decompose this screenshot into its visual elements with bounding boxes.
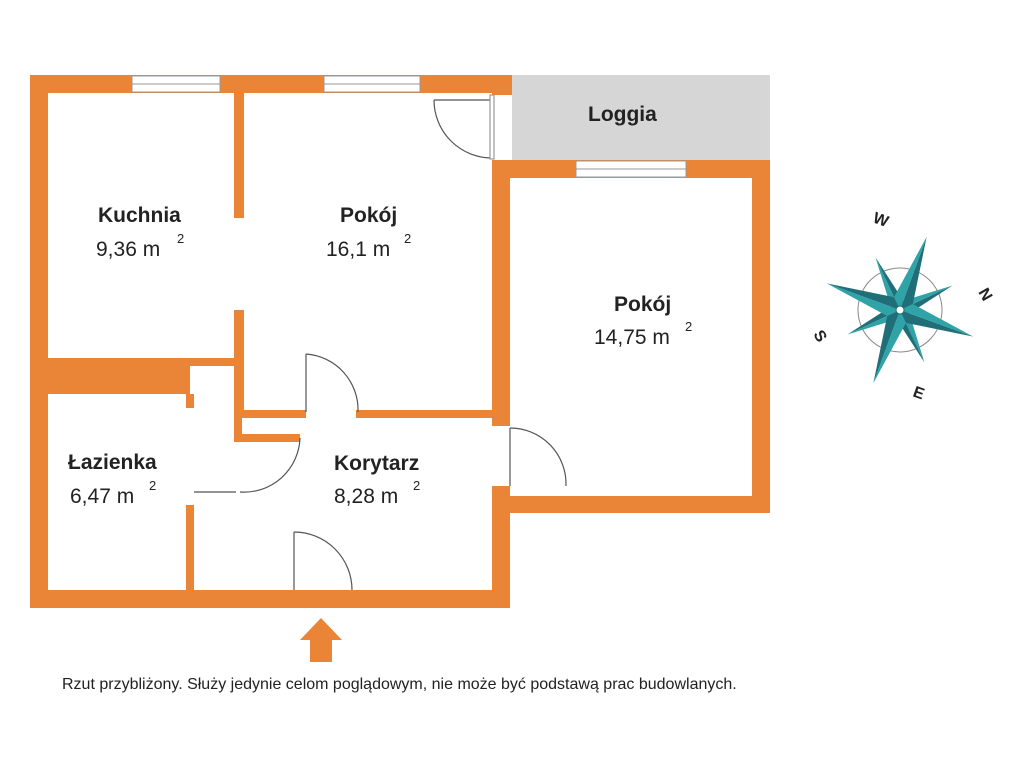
doors	[194, 94, 567, 591]
corridor-name: Korytarz	[334, 452, 419, 475]
room-left-area-sup: 2	[404, 231, 411, 246]
room-left-name: Pokój	[340, 204, 397, 227]
kitchen-area: 9,36 m	[96, 238, 160, 261]
compass-south-label: S	[810, 328, 830, 346]
corridor-area-sup: 2	[413, 478, 420, 493]
kitchen-area-sup: 2	[177, 231, 184, 246]
loggia-area	[512, 75, 770, 161]
kitchen-name: Kuchnia	[98, 204, 181, 227]
corridor-area: 8,28 m	[334, 485, 398, 508]
bathroom-name: Łazienka	[68, 451, 157, 474]
compass-west-label: W	[871, 210, 892, 231]
room-right-area: 14,75 m	[594, 326, 670, 349]
entrance-arrow-icon	[300, 618, 342, 662]
compass-east-label: E	[911, 384, 927, 404]
compass-north-label: N	[975, 286, 996, 305]
disclaimer-text: Rzut przybliżony. Służy jedynie celom po…	[62, 676, 737, 693]
bathroom-area: 6,47 m	[70, 485, 134, 508]
bathroom-area-sup: 2	[149, 478, 156, 493]
room-right-area-sup: 2	[685, 319, 692, 334]
compass-rose-icon	[826, 236, 974, 384]
loggia-name: Loggia	[588, 103, 657, 126]
room-right-name: Pokój	[614, 293, 671, 316]
windows	[131, 75, 687, 178]
room-left-area: 16,1 m	[326, 238, 390, 261]
